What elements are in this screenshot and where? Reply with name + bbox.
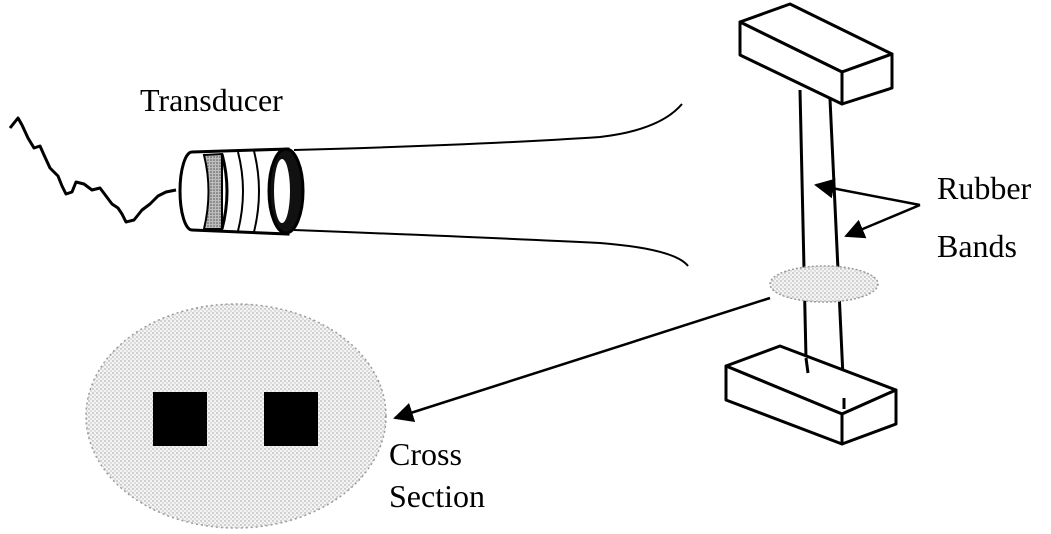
band-cross-section-left — [153, 392, 207, 446]
rubber-arrow-upper — [814, 178, 921, 207]
bands-label: Bands — [937, 228, 1017, 264]
cross-section-arrow — [393, 296, 771, 423]
top-block — [738, 2, 894, 106]
rubber-band-left — [798, 89, 808, 359]
cross-section-view — [85, 303, 387, 529]
rubber-arrow-lower — [844, 203, 921, 239]
cross-label: Cross — [389, 436, 462, 472]
beam-upper-edge — [293, 103, 683, 151]
beam-lower-edge — [293, 229, 689, 267]
bottom-block — [724, 344, 898, 446]
rubber-label: Rubber — [937, 170, 1032, 206]
band-section-marker — [769, 265, 879, 303]
rubber-band-right — [828, 98, 846, 399]
transducer-label: Transducer — [140, 82, 283, 118]
section-label: Section — [389, 478, 485, 514]
band-cross-section-right — [264, 392, 318, 446]
transducer — [178, 147, 305, 236]
transducer-cable — [8, 116, 177, 224]
